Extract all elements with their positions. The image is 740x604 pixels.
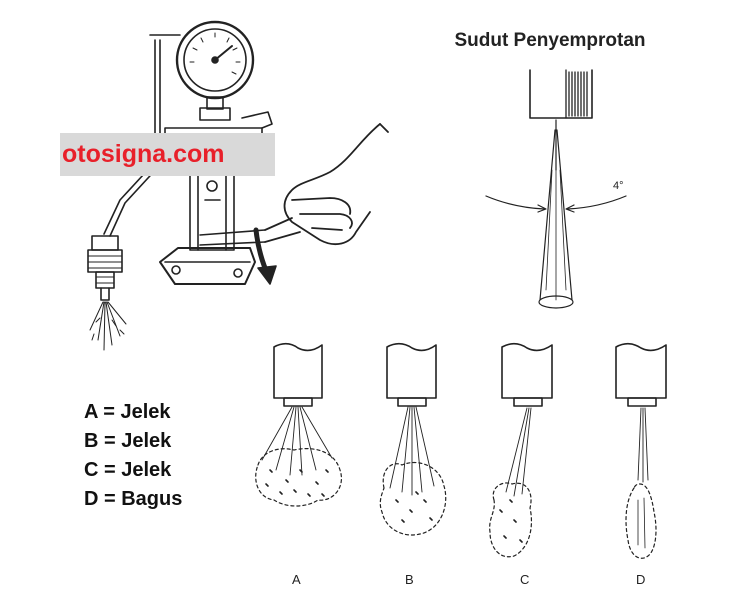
spray-pattern-c: [489, 407, 533, 558]
nozzle-tester: [87, 20, 389, 351]
arrow-down-icon: [253, 227, 277, 285]
nozzle-label-b: B: [405, 572, 414, 587]
nozzle-label-d: D: [636, 572, 646, 587]
nozzle-b: [379, 342, 447, 536]
spray-pattern-d: [625, 407, 657, 559]
watermark-text: otosigna.com: [62, 140, 225, 168]
nozzle-d: [615, 342, 667, 559]
legend: A = Jelek B = Jelek C = Jelek D = Bagus: [84, 398, 182, 514]
legend-item: A = Jelek: [84, 401, 171, 423]
injector-spray: [89, 301, 127, 351]
watermark: otosigna.com: [60, 133, 275, 176]
nozzle-thread: [565, 69, 588, 119]
spray-pattern-b: [379, 406, 447, 536]
nozzle-a: [255, 342, 342, 507]
spray-angle-detail: [485, 69, 627, 309]
pressure-gauge-icon: [175, 20, 255, 110]
injector-icon: [87, 235, 123, 301]
legend-item: B = Jelek: [84, 430, 172, 452]
spray-pattern-a: [255, 406, 342, 507]
legend-item: C = Jelek: [84, 459, 172, 481]
legend-item: D = Bagus: [84, 488, 183, 510]
angle-label: 4°: [613, 180, 624, 192]
nozzle-label-a: A: [292, 572, 301, 587]
nozzle-label-c: C: [520, 572, 530, 587]
diagram-title: Sudut Penyemprotan: [454, 30, 646, 51]
hand-icon: [264, 123, 389, 246]
nozzle-c: [489, 342, 553, 558]
